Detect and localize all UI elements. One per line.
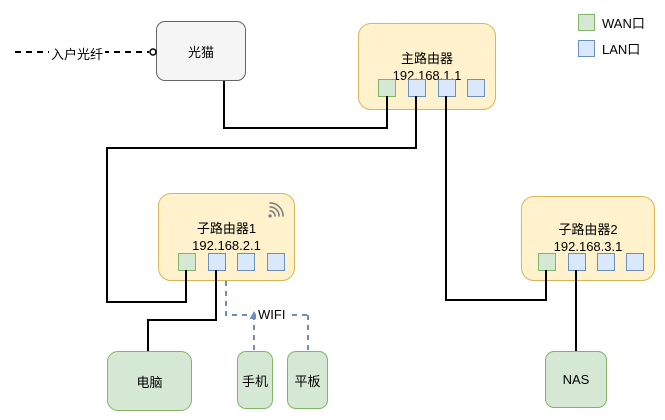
sub-router-1-ip: 192.168.2.1 — [192, 238, 261, 253]
wifi-signal-icon — [268, 202, 284, 218]
fiber-endpoint-circle-icon — [149, 48, 157, 56]
wifi-label: WIFI — [256, 307, 288, 322]
legend-row-wan: WAN口 — [578, 13, 645, 32]
lan-port-swatch-icon — [578, 40, 595, 57]
tablet-node: 平板 — [287, 351, 328, 409]
tablet-label: 平板 — [294, 373, 321, 389]
wan-port-swatch-icon — [578, 14, 595, 31]
pc-label: 电脑 — [136, 374, 163, 390]
main-router-lan-port-3 — [467, 79, 485, 97]
phone-node: 手机 — [237, 351, 273, 409]
sub-router-1-text: 子路由器1 192.168.2.1 — [159, 220, 294, 254]
sub-router-2-lan-port-3 — [626, 253, 644, 271]
legend-row-lan: LAN口 — [578, 39, 645, 58]
nas-node: NAS — [545, 351, 607, 408]
legend-wan-label: WAN口 — [602, 16, 645, 31]
modem-node: 光猫 — [156, 21, 246, 81]
pc-node: 电脑 — [107, 351, 192, 411]
sub-router-2-ip: 192.168.3.1 — [553, 239, 623, 254]
phone-label: 手机 — [241, 373, 268, 389]
sub-router-2-text: 子路由器2 192.168.3.1 — [522, 221, 654, 255]
cable-main-lan2-to-sub2-wan — [445, 96, 547, 301]
modem-label: 光猫 — [187, 44, 214, 60]
sub-router-1-node: 子路由器1 192.168.2.1 — [158, 193, 295, 281]
main-router-name: 主路由器 — [400, 51, 453, 66]
sub-router-1-lan-port-3 — [267, 253, 285, 271]
cable-sub1-lan1-to-pc — [147, 270, 217, 351]
cable-modem-to-main-wan — [223, 81, 388, 129]
sub-router-2-lan-port-2 — [597, 253, 615, 271]
sub-router-1-lan-port-2 — [237, 253, 255, 271]
legend-lan-label: LAN口 — [602, 42, 641, 57]
sub-router-2-name: 子路由器2 — [558, 222, 618, 237]
legend: WAN口 LAN口 — [578, 13, 645, 65]
sub-router-2-node: 子路由器2 192.168.3.1 — [521, 196, 655, 281]
cable-main-lan1-to-sub1-wan — [106, 96, 417, 303]
sub-router-1-name: 子路由器1 — [196, 221, 257, 236]
wifi-dashed-trunk — [225, 281, 308, 316]
fiber-label: 入户光纤 — [49, 44, 106, 63]
main-router-node: 主路由器 192.168.1.1 — [358, 23, 496, 110]
nas-label: NAS — [562, 372, 590, 387]
